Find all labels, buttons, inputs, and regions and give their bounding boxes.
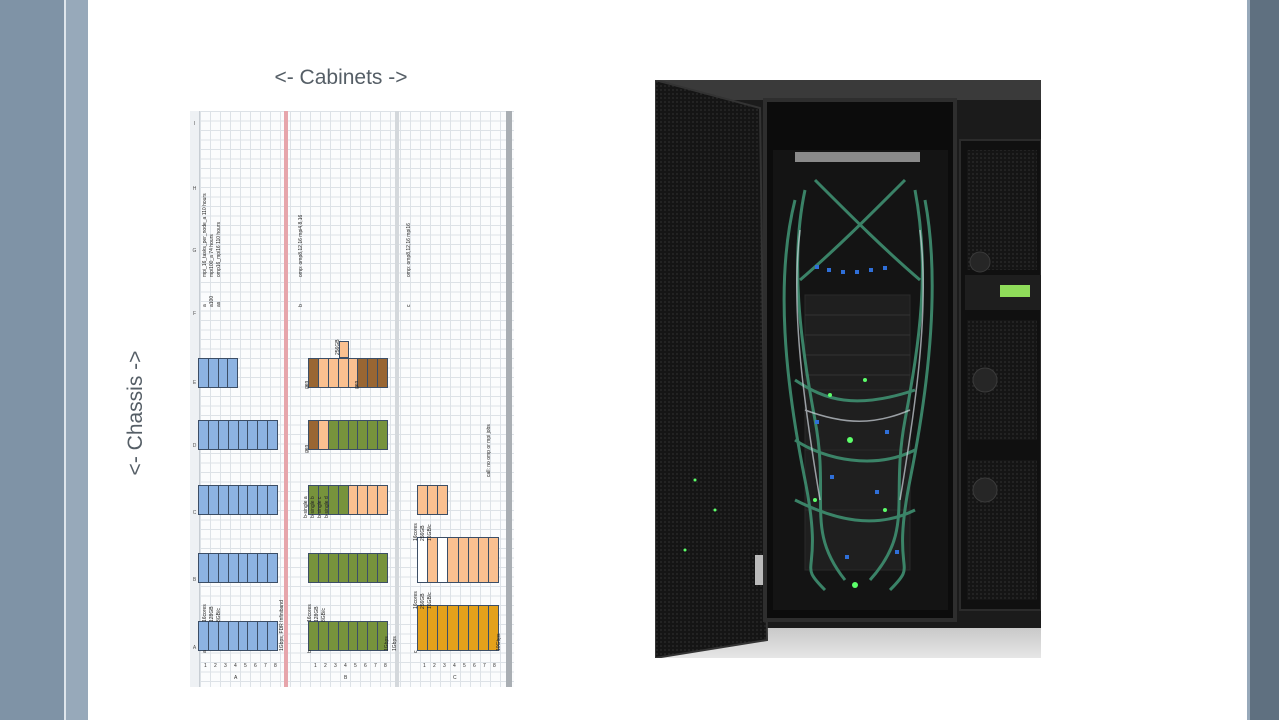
- cabinet-b-section-label: B: [344, 675, 348, 681]
- cabinet-a-note-code: a100: [209, 295, 215, 307]
- chassis-axis-label: <- Chassis ->: [124, 350, 147, 476]
- cabinet-c-id: c: [413, 650, 419, 654]
- cabinet-c-row-numbers: 1 2 3 4 5 6 7 8 C: [423, 663, 496, 681]
- column-letter: G: [192, 248, 197, 254]
- cabinet-b-note-code: b: [298, 304, 304, 307]
- chassis-b-c-tag: b-single d: [324, 496, 330, 518]
- cabinet-a-note-code: a: [202, 304, 208, 307]
- cabinet-c-note-line: omp: omp8,12,16 mpi16: [406, 223, 412, 277]
- cabinet-divider: [395, 111, 399, 687]
- cabinet-divider: [284, 111, 288, 687]
- column-letter: F: [192, 311, 197, 317]
- cabinet-a-note-line: mpi_16_tasks_per_node_a 110 hours: [202, 193, 208, 277]
- cabinet-b-note-line: omp: omp8,12,16 mpi4,8,16: [298, 214, 304, 277]
- chassis-b-c-tag: b-single b: [310, 496, 316, 518]
- frame-band-right-inner: [1247, 0, 1250, 720]
- chassis-c-b-spec-cores: 16cores: [413, 523, 419, 541]
- server-rack-photo: [655, 80, 1041, 658]
- frame-band-right: [1250, 0, 1279, 720]
- cabinet-a-spec-cores: 16cores: [202, 604, 208, 622]
- cabinet-a-note-code: as: [216, 301, 222, 307]
- chassis-c-b-spec-per-core: 16GB/c: [427, 524, 433, 541]
- chassis-block-b-b: [308, 553, 388, 583]
- frame-band-left-inner: [66, 0, 88, 720]
- cabinet-a-id: a: [202, 650, 208, 653]
- chassis-b-e-memory-cell: [339, 341, 349, 358]
- cabinets-axis-label: <- Cabinets ->: [274, 66, 408, 89]
- chassis-b-c-tag: b-single a: [303, 496, 309, 518]
- chassis-block-a-d: [198, 420, 278, 450]
- frame-band-left: [0, 0, 64, 720]
- column-letter: C: [192, 510, 197, 516]
- cabinet-divider: [506, 111, 512, 687]
- chassis-b-c-tag: b-single c: [317, 496, 323, 518]
- chassis-b-e-tag: gen: [304, 380, 310, 389]
- chassis-b-e-tag: gen: [354, 380, 360, 389]
- frame-band-left-line: [64, 0, 66, 720]
- chassis-block-c-c: [417, 485, 448, 515]
- column-letter: D: [192, 443, 197, 449]
- cabinet-a-section-label: A: [234, 675, 238, 681]
- chassis-block-a-e: [198, 358, 238, 388]
- cabinet-b-spec-memory: 128GB: [314, 606, 320, 622]
- cabinet-a-spec-memory: 128GB: [209, 606, 215, 622]
- cabinet-b-spec-per-core: 8GB/c: [321, 608, 327, 622]
- cabinet-b-row-numbers: 1 2 3 4 5 6 7 8 B: [314, 663, 387, 681]
- chassis-block-a-a: [198, 621, 278, 651]
- column-header-strip: [190, 111, 200, 687]
- cabinet-b-link-label: 1Gbps: [384, 636, 390, 651]
- cabinet-b-spec-cores: 16cores: [307, 604, 313, 622]
- chassis-c-b-spec-memory: 256GB: [420, 525, 426, 541]
- cabinet-c-section-label: C: [453, 675, 457, 681]
- column-letter: H: [192, 186, 197, 192]
- cabinet-c-link-label: 1Gbps: [392, 636, 398, 651]
- cabinet-c-spec-memory: 256GB: [420, 593, 426, 609]
- cabinet-a-spec-per-core: 8GB/c: [216, 608, 222, 622]
- chassis-b-d-tag: gen: [304, 444, 310, 453]
- cabinet-c-call-note: call: no omp or mpi jobs: [486, 424, 492, 477]
- cabinet-a-link-label: 1Gbps, FDR Infiniband: [279, 600, 285, 651]
- cabinet-b-id: b: [307, 650, 313, 653]
- cabinet-a-note-line: mpi100_a 74 hours: [209, 234, 215, 277]
- cabinet-c-spec-per-core: 16GB/c: [427, 592, 433, 609]
- column-letter: B: [192, 577, 197, 583]
- cabinet-c-end-label: 10Gbps: [496, 633, 502, 651]
- chassis-block-a-c: [198, 485, 278, 515]
- chassis-block-a-b: [198, 553, 278, 583]
- cabinet-layout-spreadsheet: I H G F E D C B A: [190, 111, 514, 687]
- column-letter: A: [192, 645, 197, 651]
- chassis-block-b-d: [308, 420, 388, 450]
- chassis-block-b-a: [308, 621, 388, 651]
- chassis-b-e-memory: 256GB: [335, 339, 341, 355]
- column-letter: E: [192, 380, 197, 386]
- chassis-block-b-c: [308, 485, 388, 515]
- cabinet-c-note-code: c: [406, 304, 412, 308]
- cabinet-a-row-numbers: 1 2 3 4 5 6 7 8 A: [204, 663, 277, 681]
- chassis-block-c-b: [417, 537, 499, 583]
- cabinet-a-note-line: omp16_mpi16 110 hours: [216, 222, 222, 277]
- cabinet-c-spec-cores: 16cores: [413, 591, 419, 609]
- chassis-block-b-e: [308, 358, 388, 388]
- chassis-block-c-a: [417, 605, 499, 651]
- column-letter: I: [193, 121, 196, 127]
